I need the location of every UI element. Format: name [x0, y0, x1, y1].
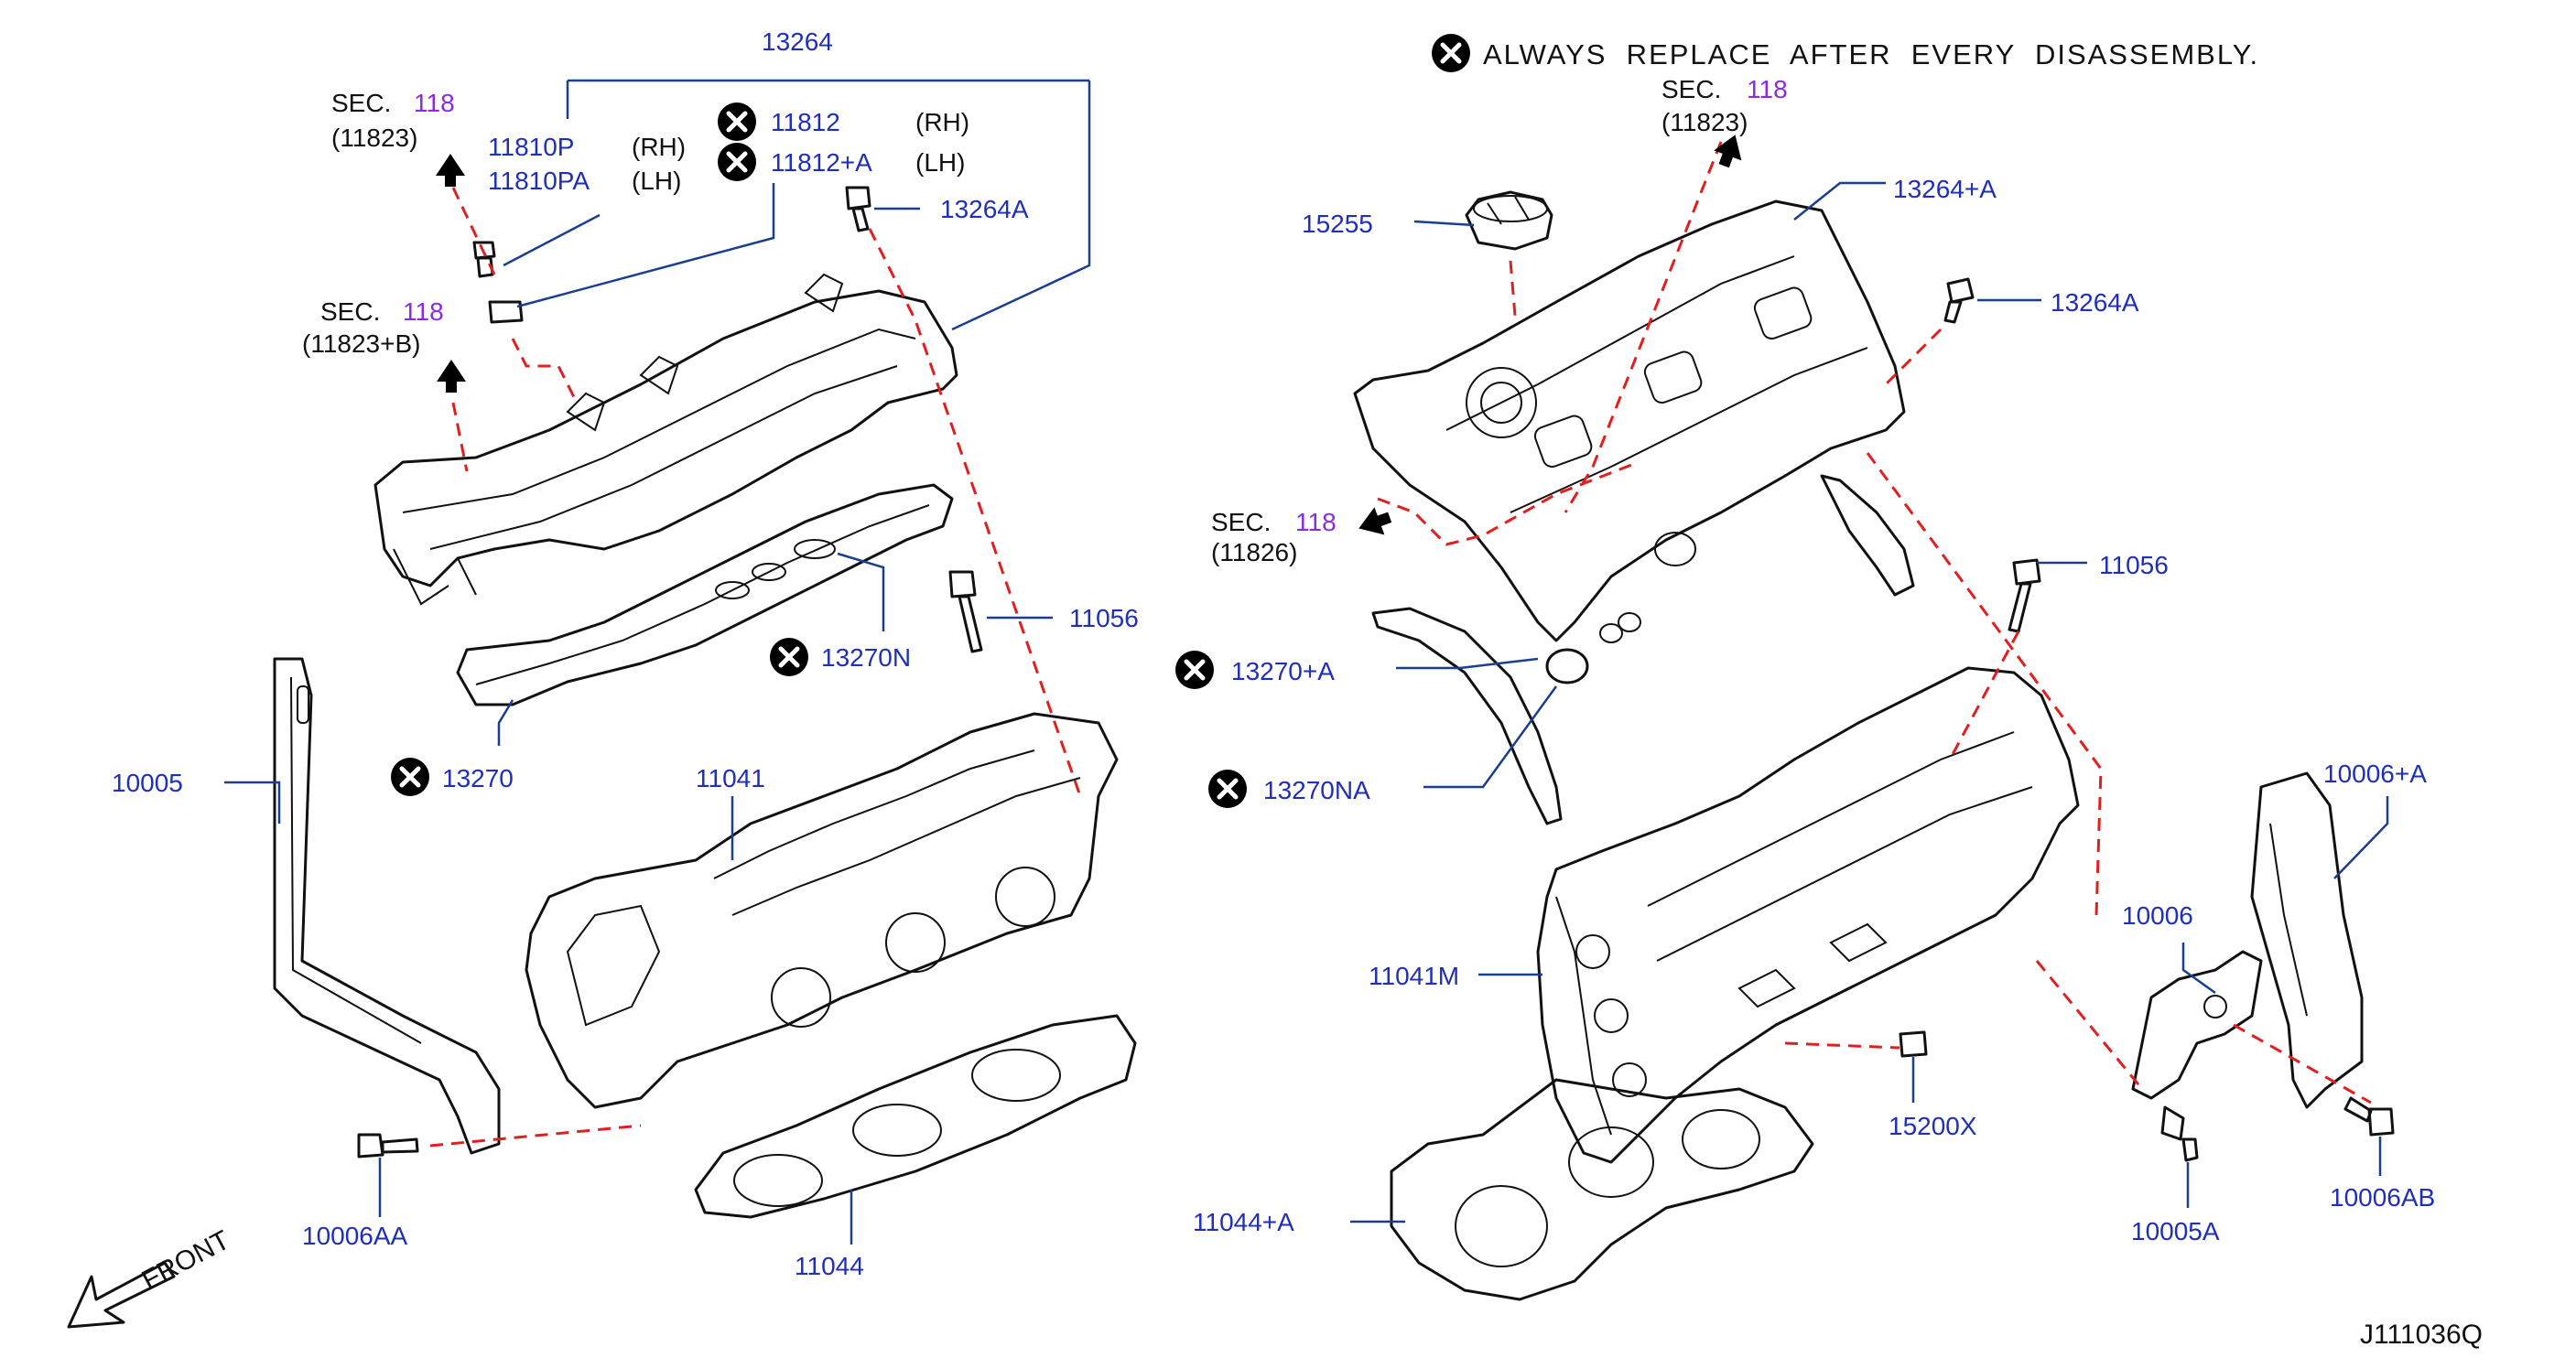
part-label: 10006+A — [2323, 760, 2427, 788]
arrow-icon-sec-mid-left — [437, 360, 466, 393]
part-label: 10005 — [112, 769, 183, 797]
part-label: 13270N — [821, 643, 911, 672]
front-arrow-icon — [67, 1261, 176, 1329]
part-label: 13270+A — [1231, 657, 1335, 685]
sec-ref-mid-right: SEC. 118 (11826) — [1211, 508, 1337, 566]
sec-prefix: SEC. — [1661, 75, 1721, 103]
sec-ref-mid-left: SEC. 118 (11823+B) — [302, 297, 444, 358]
arrow-icon-sec-mid-right — [1353, 503, 1395, 543]
part-label: 11041 — [696, 764, 765, 792]
part-label: 13264A — [940, 195, 1029, 223]
x-circle-icon — [1175, 651, 1214, 689]
sec-number: 118 — [1295, 508, 1337, 536]
small-parts-left — [357, 186, 983, 1159]
head-gasket-right — [1390, 1078, 1814, 1301]
sec-code: (11826) — [1211, 538, 1297, 566]
sec-ref-top-right: SEC. 118 (11823) — [1661, 75, 1788, 136]
front-label: FRONT — [137, 1225, 235, 1297]
part-label: 11041M — [1369, 962, 1459, 990]
x-circle-icon — [718, 143, 756, 181]
part-label: 11810PA — [488, 167, 590, 195]
part-label: 11812+A — [771, 148, 872, 177]
cover-gasket-right — [1371, 474, 1915, 825]
part-label: 10006AA — [302, 1222, 408, 1250]
sec-code: (11823+B) — [302, 329, 420, 358]
notice-text: ALWAYS REPLACE AFTER EVERY DISASSEMBLY. — [1483, 38, 2259, 70]
side-label: (LH) — [632, 167, 681, 195]
bracket-right — [2131, 771, 2364, 1109]
small-parts-right — [1899, 277, 2395, 1162]
rocker-cover-right — [1353, 199, 1906, 642]
dashed-guides — [429, 141, 2372, 1148]
sec-number: 118 — [414, 89, 455, 117]
side-label: (LH) — [915, 148, 965, 177]
part-label: 11056 — [2099, 551, 2169, 579]
sec-number: 118 — [1747, 75, 1788, 103]
part-label: 11044+A — [1193, 1208, 1294, 1236]
part-labels: 13264 11810P 11810PA (RH) (LH) 11812 118… — [112, 27, 2435, 1280]
part-label: 10006 — [2122, 901, 2193, 930]
oil-filler-cap — [1465, 190, 1553, 251]
side-label: (RH) — [632, 133, 686, 161]
part-label: 13264+A — [1893, 175, 1997, 203]
part-label: 10005A — [2131, 1217, 2220, 1245]
side-label: (RH) — [915, 108, 969, 136]
part-label: 13270 — [442, 764, 514, 792]
sec-code: (11823) — [1661, 108, 1748, 136]
sec-prefix: SEC. — [1211, 508, 1271, 536]
part-label: 11044 — [795, 1252, 864, 1280]
part-label: 11810P — [488, 133, 574, 161]
sec-code: (11823) — [331, 124, 417, 152]
leader-lines — [224, 79, 2389, 1245]
part-label: 13264A — [2051, 288, 2139, 317]
sec-prefix: SEC. — [320, 297, 380, 326]
sec-ref-top-left: SEC. 118 (11823) — [331, 89, 455, 152]
part-label: 15255 — [1302, 210, 1373, 238]
part-label: 15200X — [1889, 1112, 1977, 1140]
cover-gasket-left — [456, 483, 954, 706]
sec-prefix: SEC. — [331, 89, 391, 117]
arrow-icon-sec-top-left — [436, 154, 465, 187]
part-label: 11812 — [771, 108, 840, 136]
x-circle-icon — [770, 638, 808, 676]
replace-notice: ALWAYS REPLACE AFTER EVERY DISASSEMBLY. — [1432, 34, 2259, 72]
x-circle-icon — [1432, 34, 1470, 72]
cylinder-head-left — [525, 712, 1119, 1109]
diagram-code: J111036Q — [2360, 1320, 2483, 1350]
part-label: 10006AB — [2330, 1183, 2435, 1212]
x-circle-icon — [1208, 770, 1247, 808]
part-label: 13264 — [762, 27, 833, 56]
cylinder-head-right — [1536, 666, 2080, 1164]
sec-number: 118 — [403, 297, 444, 326]
x-circle-icon — [391, 758, 429, 796]
x-circle-icon — [718, 102, 756, 141]
rocker-cover-left — [373, 273, 958, 606]
bracket-left — [273, 657, 501, 1155]
head-gasket-left — [694, 1014, 1137, 1219]
part-label: 11056 — [1069, 604, 1139, 632]
part-label: 13270NA — [1263, 776, 1370, 804]
